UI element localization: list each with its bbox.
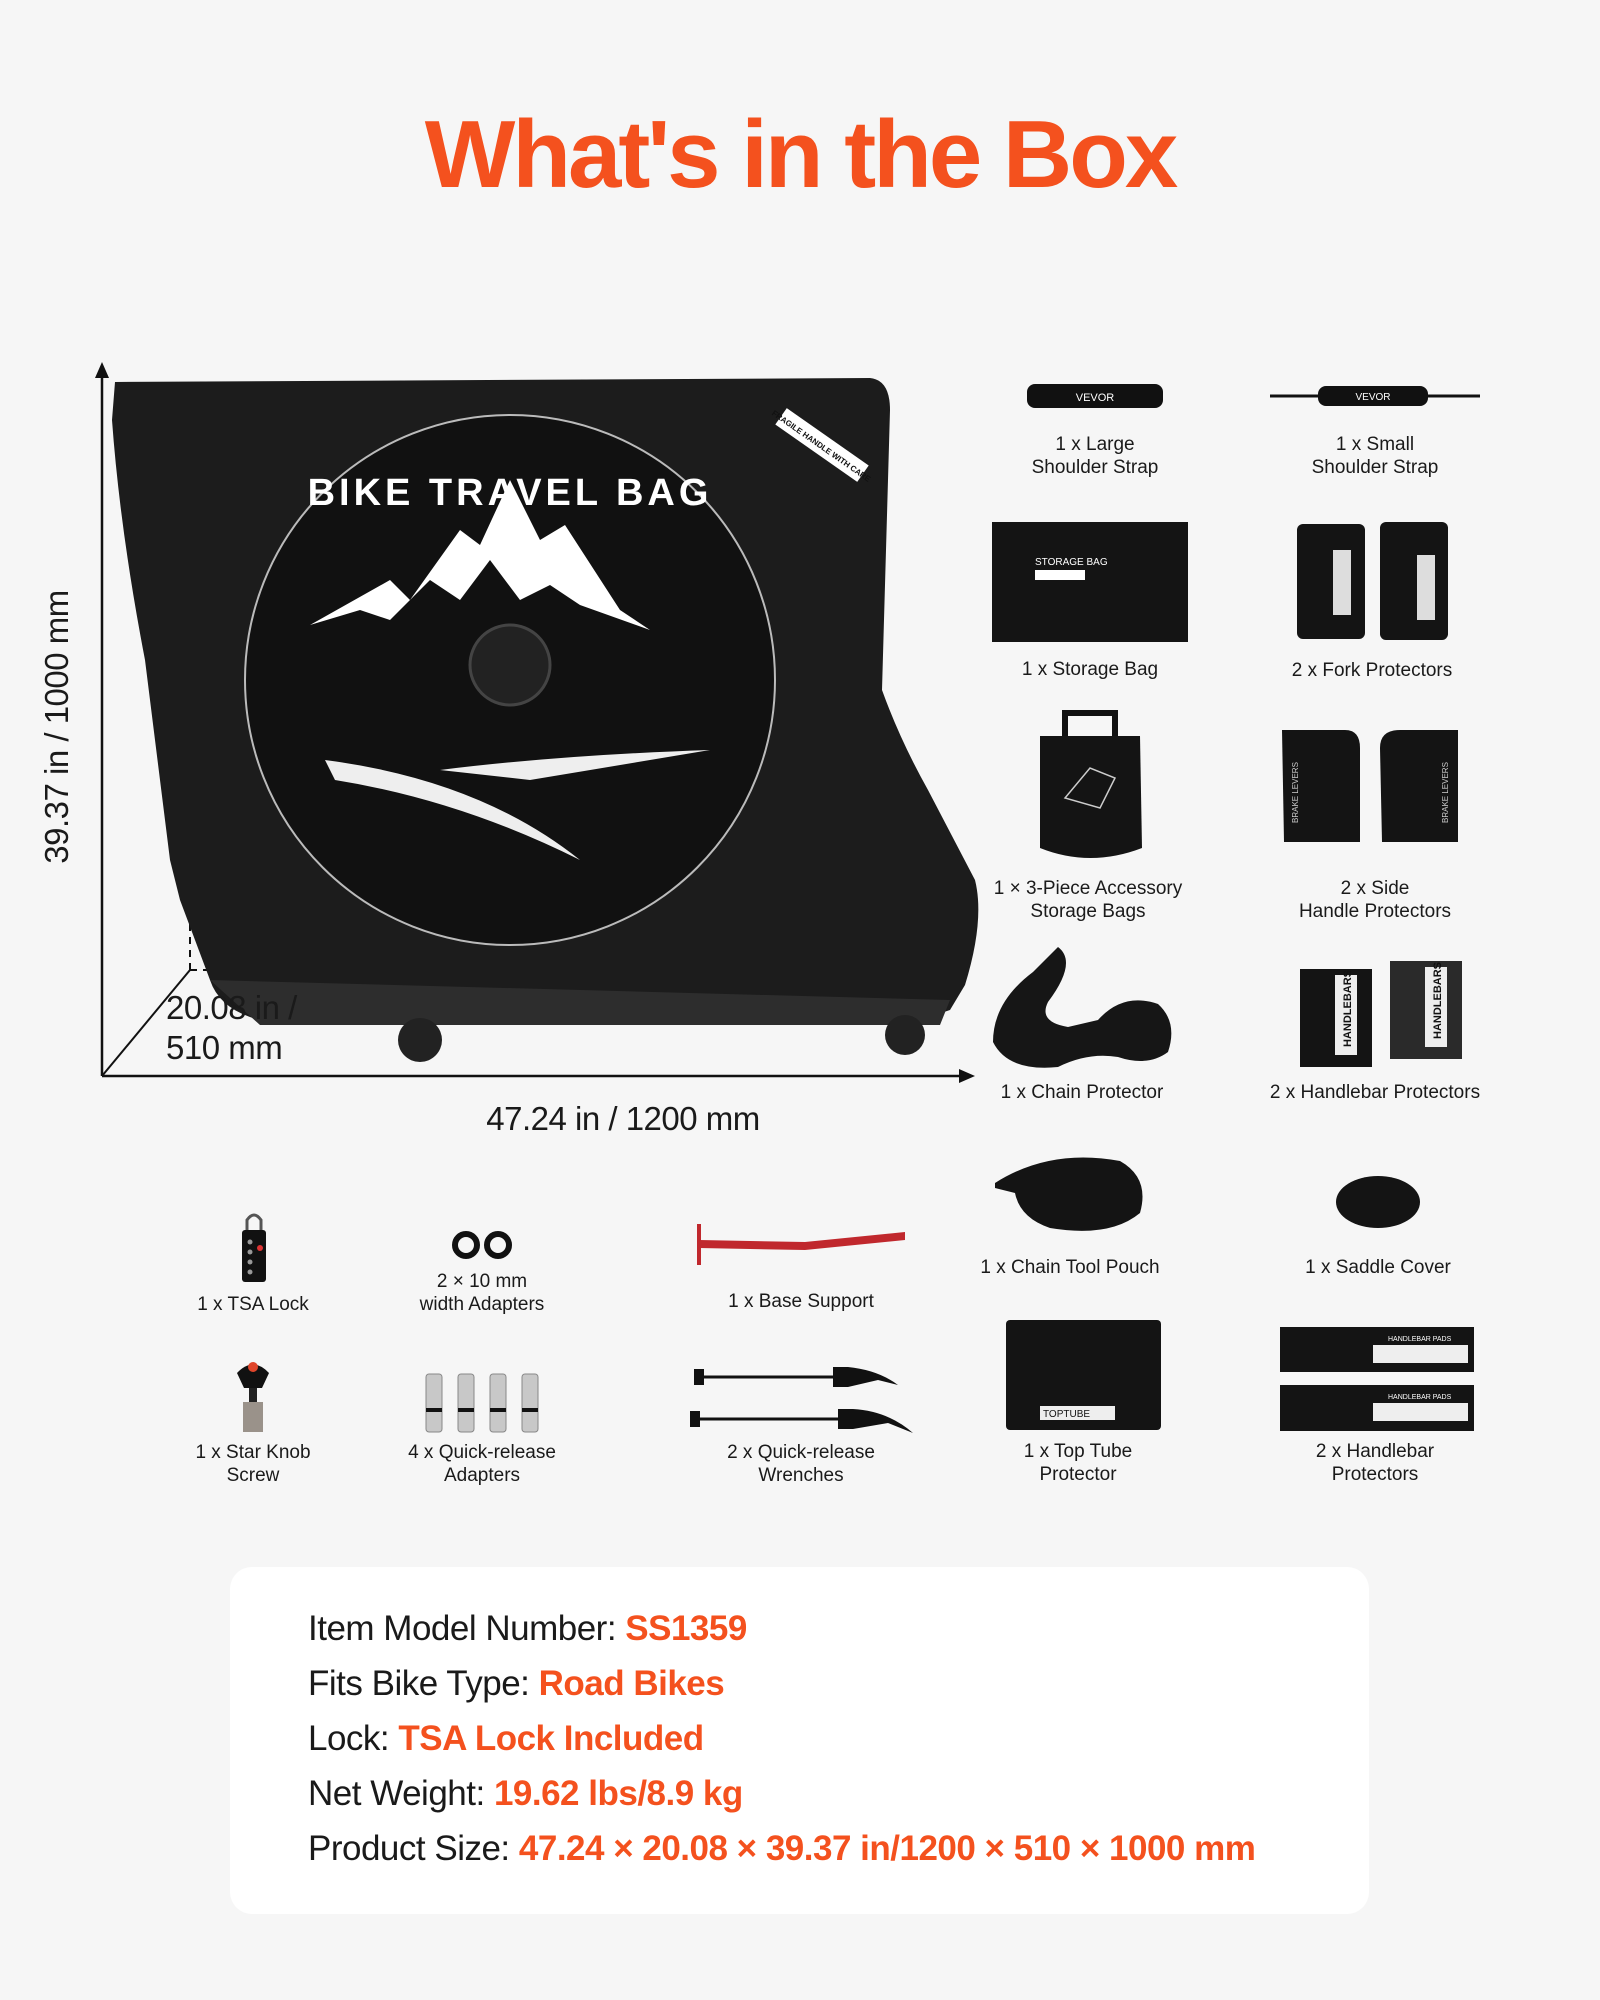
- item-label: 2 x Handlebar Protectors: [1315, 1441, 1435, 1485]
- item-label: 2 × 10 mm width Adapters: [419, 1271, 545, 1315]
- small-shoulder-strap-image: VEVOR: [1270, 386, 1480, 406]
- svg-text:VEVOR: VEVOR: [1355, 392, 1390, 403]
- page-title: What's in the Box: [424, 101, 1179, 208]
- chain-protector-image: [993, 947, 1172, 1068]
- chain-tool-pouch-image: [995, 1157, 1143, 1231]
- large-shoulder-strap-image: VEVOR: [1027, 384, 1163, 408]
- spec-row-weight: Net Weight: 19.62 lbs/8.9 kg: [308, 1774, 743, 1813]
- item-label: 1 x Small Shoulder Strap: [1311, 434, 1439, 478]
- item-label: 1 x Saddle Cover: [1305, 1257, 1451, 1278]
- storage-bag-image: STORAGE BAG: [992, 522, 1188, 642]
- width-adapters-image: [452, 1231, 512, 1259]
- bike-travel-bag-image: BIKE TRAVEL BAG FRAGILE HANDLE WITH CARE: [95, 362, 979, 1083]
- side-handle-protectors-image: BRAKE LEVERS BRAKE LEVERS: [1282, 730, 1458, 842]
- item-label: 1 x TSA Lock: [197, 1294, 309, 1315]
- accessory-storage-bags-image: [1040, 710, 1142, 858]
- spec-row-bike-type: Fits Bike Type: Road Bikes: [308, 1664, 725, 1703]
- svg-text:HANDLEBARS: HANDLEBARS: [1342, 970, 1354, 1047]
- item-label: 1 x Star Knob Screw: [195, 1442, 311, 1486]
- star-knob-screw-image: [237, 1362, 269, 1432]
- svg-text:HANDLEBAR PADS: HANDLEBAR PADS: [1388, 1394, 1452, 1401]
- spec-row-model: Item Model Number: SS1359: [308, 1609, 747, 1648]
- width-dimension-label: 47.24 in / 1200 mm: [486, 1100, 760, 1137]
- svg-text:STORAGE BAG: STORAGE BAG: [1035, 557, 1108, 568]
- item-label: 2 x Quick-release Wrenches: [727, 1442, 875, 1486]
- spec-row-lock: Lock: TSA Lock Included: [308, 1719, 704, 1758]
- svg-text:BRAKE LEVERS: BRAKE LEVERS: [1291, 762, 1300, 823]
- svg-text:TOPTUBE: TOPTUBE: [1043, 1409, 1090, 1420]
- handlebar-pads-image: HANDLEBAR PADS HANDLEBAR PADS: [1280, 1327, 1474, 1431]
- quick-release-wrenches-image: [690, 1367, 913, 1433]
- height-dimension-label: 39.37 in / 1000 mm: [38, 590, 75, 864]
- depth-dimension-label: 20.08 in / 510 mm: [166, 989, 297, 1066]
- quick-release-adapters-image: [425, 1373, 539, 1433]
- item-label: 1 x Storage Bag: [1021, 659, 1159, 680]
- top-tube-protector-image: TOPTUBE: [1006, 1320, 1161, 1430]
- item-label: 2 x Fork Protectors: [1291, 660, 1453, 681]
- item-label: 2 x Side Handle Protectors: [1298, 878, 1452, 922]
- saddle-cover-image: [1336, 1176, 1420, 1228]
- item-label: 4 x Quick-release Adapters: [408, 1442, 556, 1486]
- item-label: 1 x Large Shoulder Strap: [1031, 434, 1159, 478]
- svg-text:BRAKE LEVERS: BRAKE LEVERS: [1441, 762, 1450, 823]
- svg-text:HANDLEBARS: HANDLEBARS: [1432, 962, 1444, 1039]
- specs-card: Item Model Number: SS1359 Fits Bike Type…: [230, 1567, 1369, 1914]
- item-label: 1 x Base Support: [728, 1291, 874, 1312]
- svg-text:HANDLEBAR PADS: HANDLEBAR PADS: [1388, 1336, 1452, 1343]
- item-label: 1 x Chain Tool Pouch: [980, 1257, 1160, 1278]
- svg-text:VEVOR: VEVOR: [1076, 392, 1115, 404]
- item-label: 1 x Chain Protector: [1000, 1082, 1164, 1103]
- handlebar-protectors-image: HANDLEBARS HANDLEBARS: [1300, 961, 1462, 1067]
- tsa-lock-image: [242, 1213, 266, 1282]
- base-support-image: [697, 1224, 905, 1265]
- item-label: 2 x Handlebar Protectors: [1269, 1082, 1481, 1103]
- item-label: 1 × 3-Piece Accessory Storage Bags: [993, 878, 1183, 922]
- item-label: 1 x Top Tube Protector: [1023, 1441, 1133, 1485]
- spec-row-size: Product Size: 47.24 × 20.08 × 39.37 in/1…: [308, 1829, 1256, 1868]
- fork-protectors-image: [1297, 522, 1448, 640]
